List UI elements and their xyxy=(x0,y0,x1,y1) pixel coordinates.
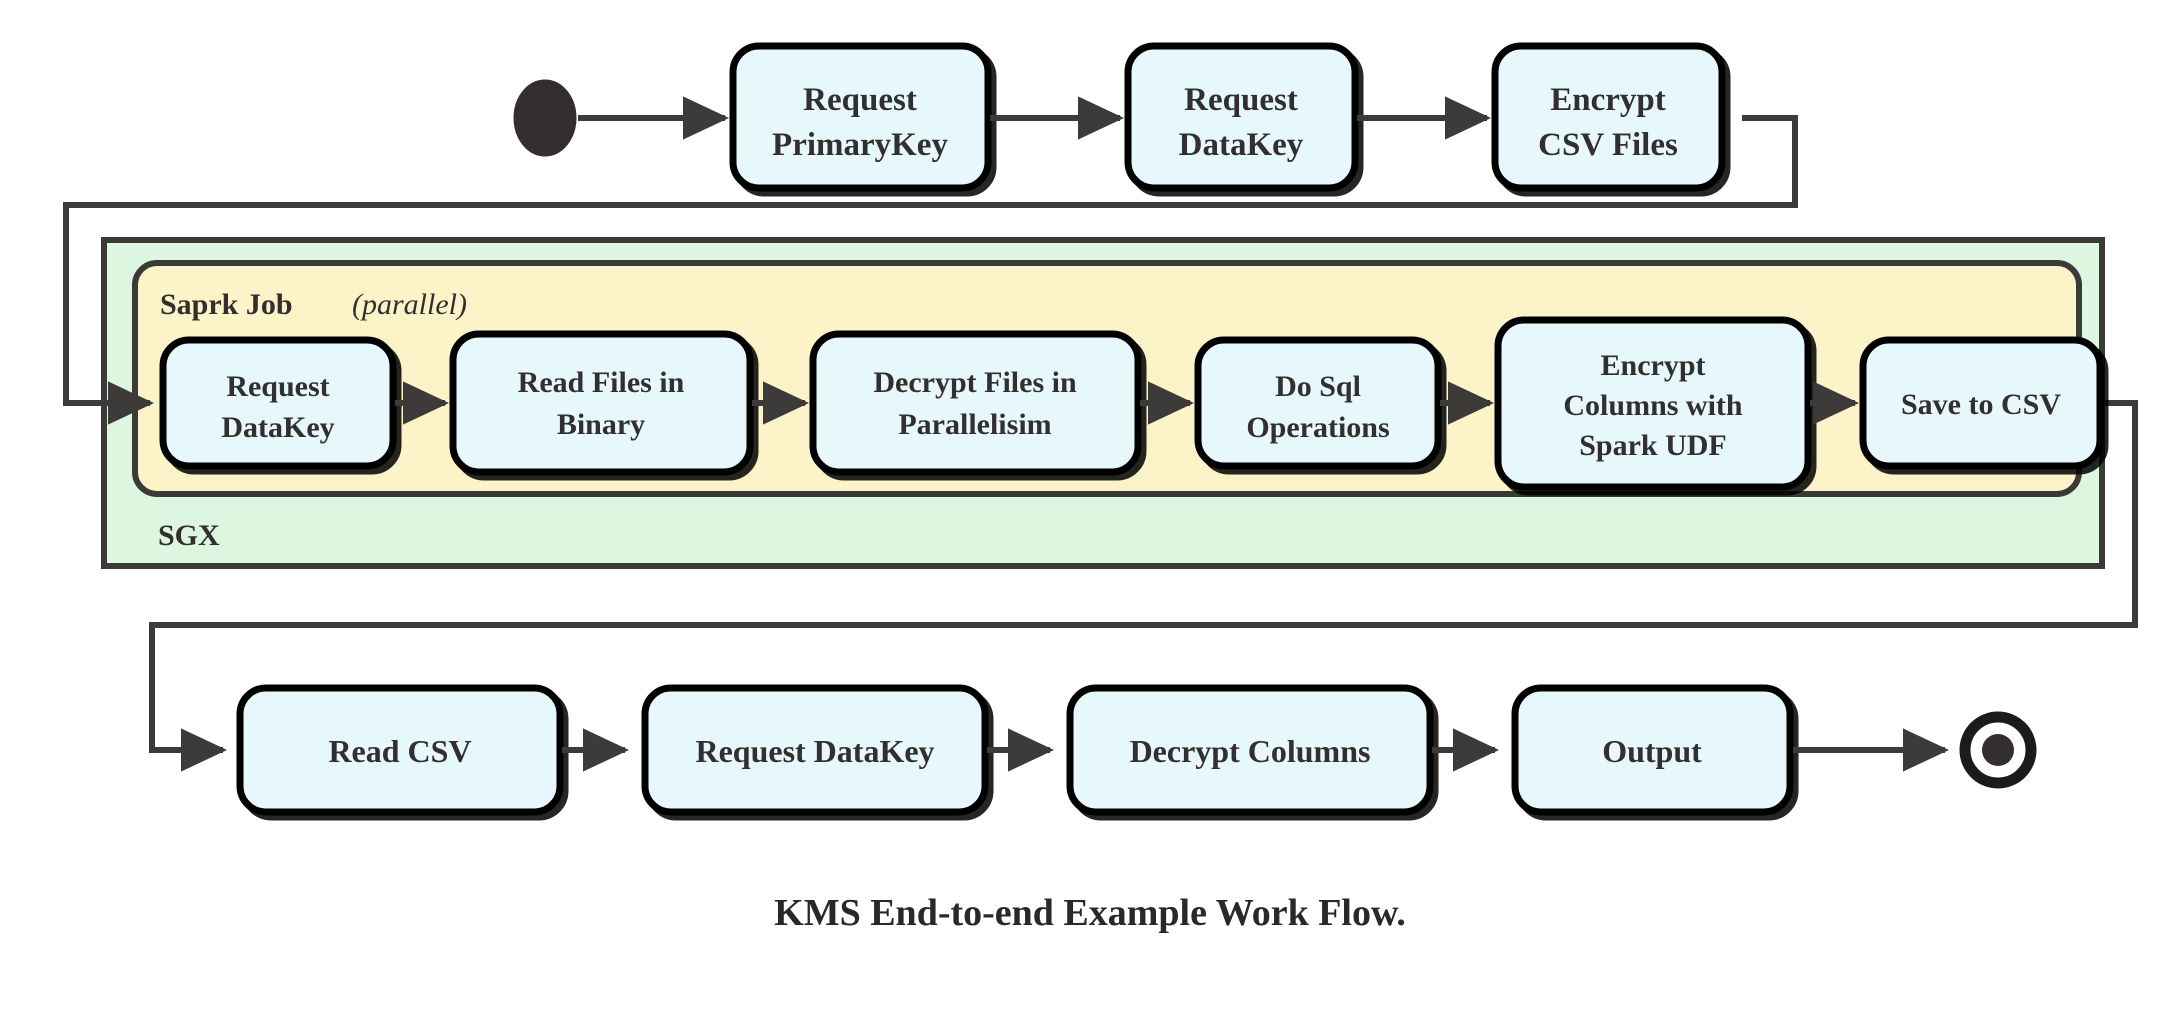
node-decrypt-columns[interactable]: Decrypt Columns xyxy=(1066,684,1434,816)
node-request-datakey-top-rect[interactable] xyxy=(1124,42,1359,192)
start-node xyxy=(513,79,577,157)
node-encrypt-csv-files-rect[interactable] xyxy=(1491,42,1726,192)
node-request-datakey-bottom[interactable]: Request DataKey xyxy=(641,684,989,816)
node-read-files-in-binary-line-1: Read Files in xyxy=(518,366,685,399)
node-encrypt-columns-udf-rect[interactable] xyxy=(1494,316,1812,491)
node-request-primarykey-line-2: PrimaryKey xyxy=(772,127,948,163)
node-request-datakey-top-line-1: Request xyxy=(1184,82,1298,118)
node-decrypt-files-rect[interactable] xyxy=(809,330,1142,476)
node-encrypt-columns-udf[interactable]: Encrypt Columns with Spark UDF xyxy=(1494,316,1812,491)
node-encrypt-csv-files[interactable]: Encrypt CSV Files xyxy=(1491,42,1726,192)
row-top: Request PrimaryKey Request DataKey Encry… xyxy=(513,42,1726,192)
end-node-inner-dot xyxy=(1982,734,2014,766)
node-save-to-csv[interactable]: Save to CSV xyxy=(1859,336,2104,470)
node-read-csv-line-1: Read CSV xyxy=(328,733,471,769)
node-read-files-in-binary-rect[interactable] xyxy=(449,330,754,476)
node-request-primarykey[interactable]: Request PrimaryKey xyxy=(729,42,992,192)
node-request-datakey-spark-line-1: Request xyxy=(226,370,329,403)
end-node xyxy=(1959,711,2037,789)
node-do-sql-operations-line-1: Do Sql xyxy=(1275,370,1361,403)
node-request-datakey-spark[interactable]: Request DataKey xyxy=(159,336,397,470)
node-decrypt-files[interactable]: Decrypt Files in Parallelisim xyxy=(809,330,1142,476)
node-do-sql-operations-rect[interactable] xyxy=(1194,336,1442,470)
node-request-primarykey-line-1: Request xyxy=(803,82,917,118)
node-decrypt-files-line-2: Parallelisim xyxy=(898,408,1051,441)
node-request-primarykey-rect[interactable] xyxy=(729,42,992,192)
node-encrypt-columns-udf-line-2: Columns with xyxy=(1563,389,1743,422)
node-decrypt-files-line-1: Decrypt Files in xyxy=(873,366,1077,399)
connector-layer xyxy=(63,115,2138,772)
node-output-line-1: Output xyxy=(1602,733,1702,769)
diagram-caption: KMS End-to-end Example Work Flow. xyxy=(774,892,1406,934)
spark-job-label: Saprk Job xyxy=(160,288,293,321)
sgx-label: SGX xyxy=(158,519,220,552)
node-read-files-in-binary[interactable]: Read Files in Binary xyxy=(449,330,754,476)
node-request-datakey-bottom-line-1: Request DataKey xyxy=(695,733,934,769)
node-save-to-csv-rect[interactable] xyxy=(1859,336,2104,470)
edge-encrypt-csv-to-spark-datakey xyxy=(63,115,1798,425)
node-read-csv-rect[interactable] xyxy=(236,684,564,816)
node-read-csv[interactable]: Read CSV xyxy=(236,684,564,816)
spark-job-sublabel: (parallel) xyxy=(352,288,467,321)
node-request-datakey-spark-rect[interactable] xyxy=(159,336,397,470)
node-encrypt-csv-files-line-2: CSV Files xyxy=(1538,127,1678,163)
node-decrypt-columns-line-1: Decrypt Columns xyxy=(1130,733,1371,769)
node-encrypt-csv-files-line-1: Encrypt xyxy=(1550,82,1666,118)
node-encrypt-columns-udf-line-1: Encrypt xyxy=(1601,349,1706,382)
node-output[interactable]: Output xyxy=(1511,684,1794,816)
row-bottom: Read CSV Request DataKey Decrypt Columns… xyxy=(236,684,2037,816)
node-do-sql-operations[interactable]: Do Sql Operations xyxy=(1194,336,1442,470)
node-request-datakey-top[interactable]: Request DataKey xyxy=(1124,42,1359,192)
node-request-datakey-spark-line-2: DataKey xyxy=(221,411,334,444)
node-request-datakey-top-line-2: DataKey xyxy=(1179,127,1304,163)
node-encrypt-columns-udf-line-3: Spark UDF xyxy=(1579,429,1727,462)
node-do-sql-operations-line-2: Operations xyxy=(1246,411,1389,444)
node-decrypt-columns-rect[interactable] xyxy=(1066,684,1434,816)
node-request-datakey-bottom-rect[interactable] xyxy=(641,684,989,816)
node-output-rect[interactable] xyxy=(1511,684,1794,816)
node-save-to-csv-line-1: Save to CSV xyxy=(1901,388,2061,421)
edge-save-csv-to-read-csv xyxy=(149,400,2138,772)
row-middle: Request DataKey Read Files in Binary Dec… xyxy=(159,316,2104,491)
node-read-files-in-binary-line-2: Binary xyxy=(557,408,645,441)
